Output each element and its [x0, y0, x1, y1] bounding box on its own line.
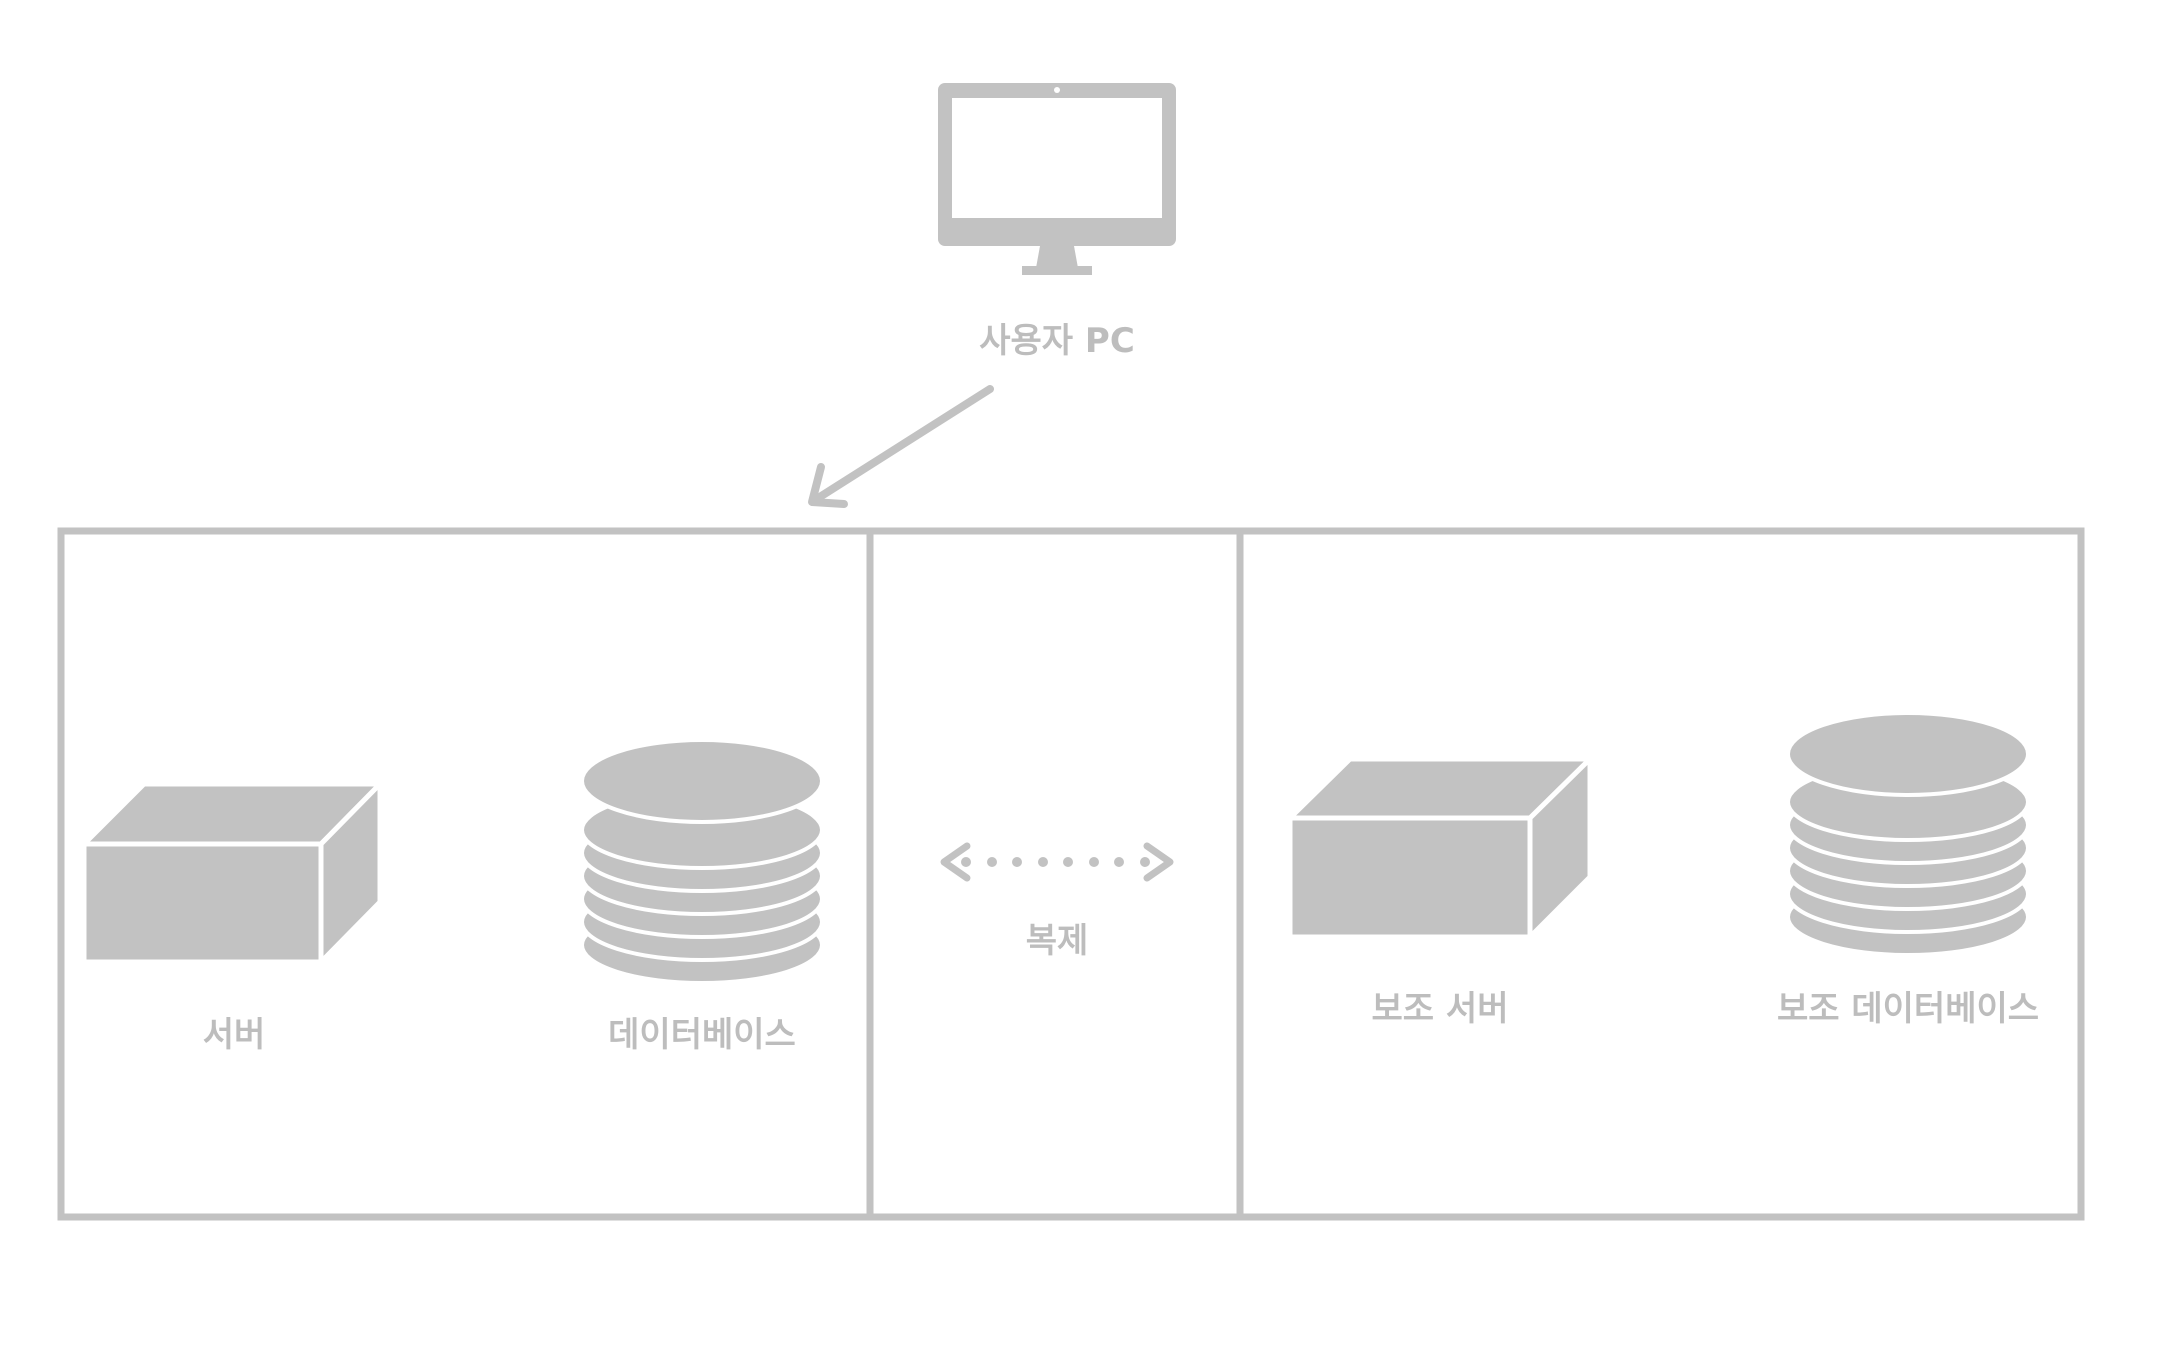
network-boundary [57, 527, 2085, 1221]
request-arrow [808, 385, 994, 508]
database-stack-icon [1786, 711, 2030, 957]
server-label: 서버 [203, 1015, 266, 1055]
server-box-icon [1287, 756, 1593, 940]
user-pc-label: 사용자 PC [979, 321, 1135, 361]
server-box-icon [81, 781, 383, 965]
replication-label: 복제 [1026, 921, 1089, 961]
database-label: 데이터베이스 [608, 1015, 796, 1055]
bidirectional-dotted-arrow-icon [940, 842, 1174, 882]
backup-database-label: 보조 데이터베이스 [1777, 989, 2039, 1029]
monitor-icon [938, 83, 1176, 275]
backup-server-label: 보조 서버 [1372, 989, 1509, 1029]
database-stack-icon [580, 738, 824, 985]
